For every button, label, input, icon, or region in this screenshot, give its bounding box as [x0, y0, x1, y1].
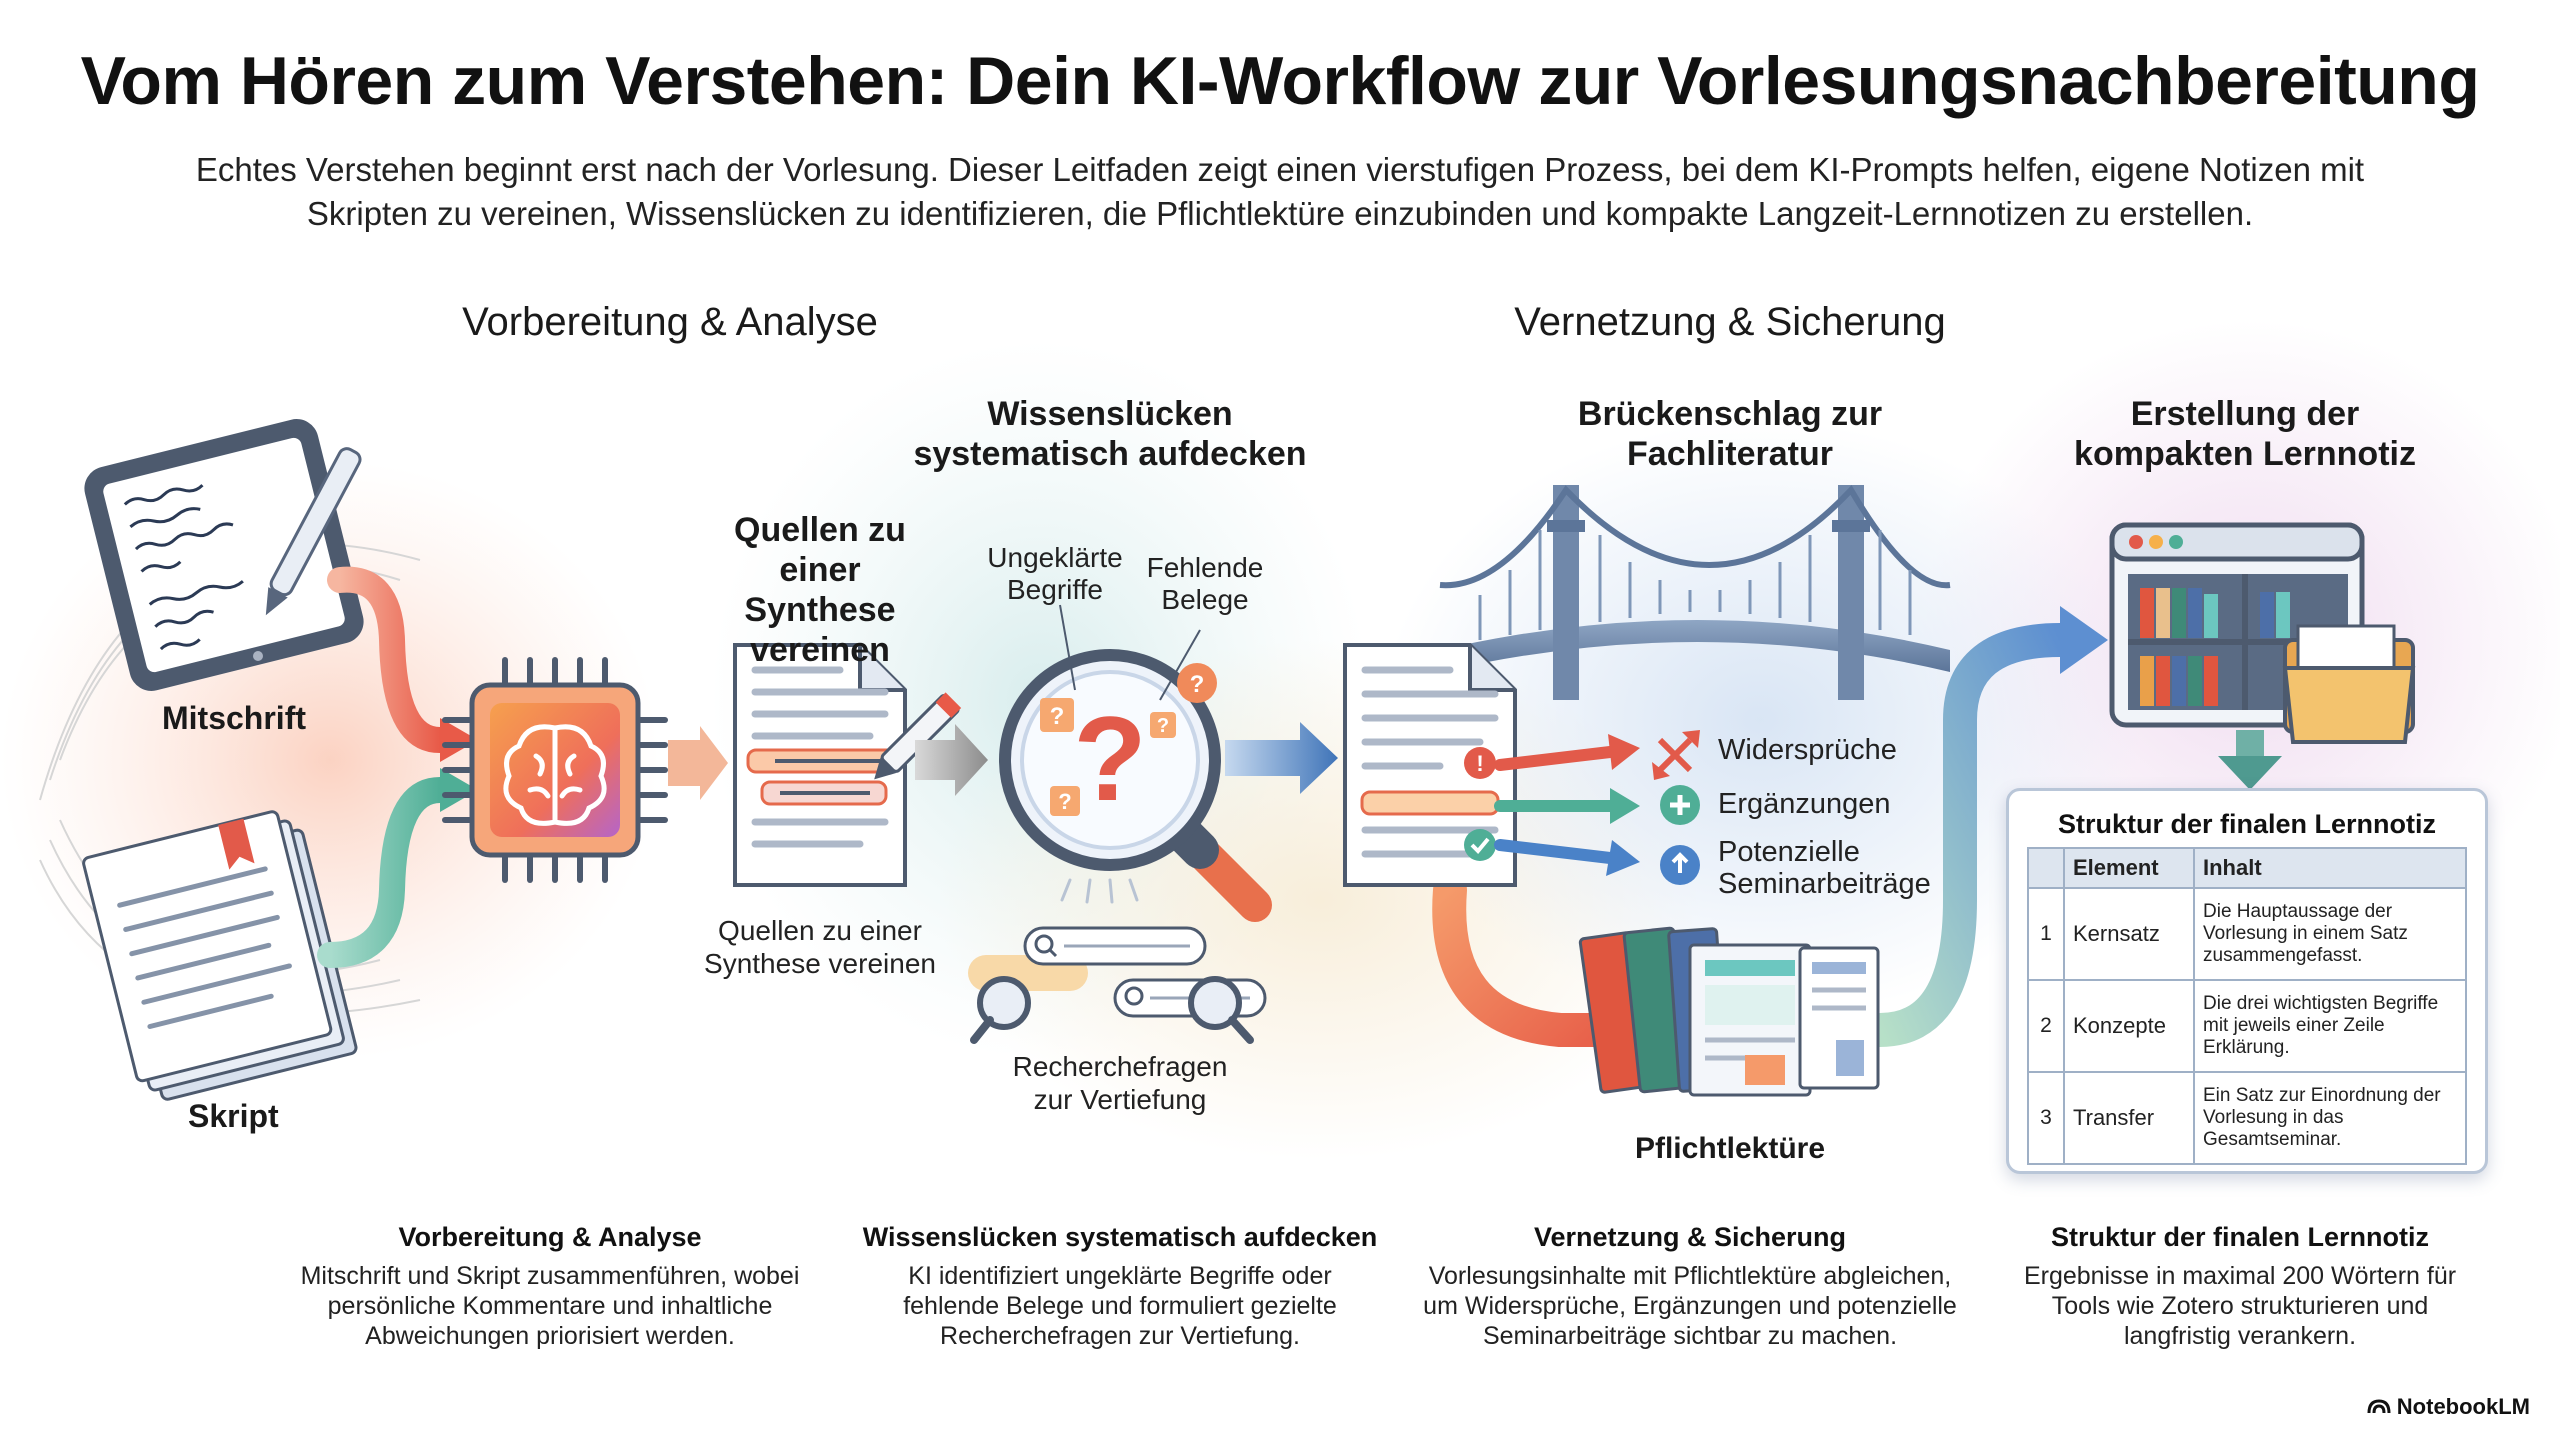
synthesis-caption: Quellen zu einer Synthese vereinen: [704, 915, 936, 979]
script-document-icon: [82, 810, 358, 1101]
final-note-structure-card: Struktur der finalen Lernnotiz Element I…: [2006, 788, 2488, 1174]
table-cell-content: Die drei wichtigsten Begriffe mit jeweil…: [2193, 979, 2467, 1073]
library-window-icon: [2109, 522, 2416, 744]
bubble-pointer-1: [1059, 604, 1076, 691]
table-cell-element: Kernsatz: [2063, 887, 2195, 981]
page-title: Vom Hören zum Verstehen: Dein KI-Workflo…: [80, 43, 2480, 119]
synthesis-stage-title: Quellen zu einer Synthese vereinen: [734, 511, 906, 669]
card-title: Struktur der finalen Lernnotiz: [2057, 809, 2437, 839]
caption-body-note: Ergebnisse in maximal 200 Wörtern für To…: [2023, 1262, 2457, 1350]
bubble-pointer-2: [1159, 629, 1201, 701]
output-contradictions: Widersprüche: [1718, 734, 1897, 766]
page-subtitle: Echtes Verstehen beginnt erst nach der V…: [195, 151, 2365, 232]
bridge-icon: [1439, 485, 1951, 700]
down-arrow-shaft: [2236, 730, 2264, 758]
mitschrift-arrow-head: [440, 718, 478, 762]
skript-label: Skript: [188, 1098, 279, 1134]
lektuere-to-lernnotiz-arrow-head: [2060, 606, 2108, 674]
research-search-bars: [968, 926, 1267, 1044]
table-cell-content: Ein Satz zur Einordnung der Vorlesung in…: [2193, 1071, 2467, 1165]
bubble-unclear-terms: Ungeklärte Begriffe: [987, 542, 1123, 605]
table-header-row: Element Inhalt: [2027, 847, 2467, 889]
tablet-notes-icon: [84, 419, 364, 691]
contradiction-icon: [1652, 730, 1700, 780]
synthesis-to-gaps-arrow: [915, 724, 988, 796]
notebooklm-brand-text: NotebookLM: [2396, 1394, 2530, 1419]
skript-arrow-head: [440, 768, 478, 812]
caption-title-gaps: Wissenslücken systematisch aufdecken: [862, 1222, 1378, 1252]
table-cell-content: Die Hauptaussage der Vorlesung in einem …: [2193, 887, 2467, 981]
caption-body-prep: Mitschrift und Skript zusammenführen, wo…: [300, 1262, 800, 1350]
table-cell-num: 2: [2027, 979, 2065, 1073]
lernnotiz-stage-title: Erstellung der kompakten Lernnotiz: [2074, 395, 2416, 473]
lektuere-to-lernnotiz-arrow: [1863, 623, 2077, 1047]
table-row: 1 Kernsatz Die Hauptaussage der Vorlesun…: [2027, 887, 2467, 981]
mitschrift-label: Mitschrift: [162, 700, 306, 736]
output-arrows: [1494, 734, 1640, 876]
table-cell-element: Konzepte: [2063, 979, 2195, 1073]
table-header-element: Element: [2063, 847, 2195, 889]
skript-arrow: [317, 777, 453, 968]
svg-text:?: ?: [1190, 671, 1205, 698]
svg-text:!: !: [1476, 751, 1483, 776]
table-header-content: Inhalt: [2193, 847, 2467, 889]
caption-block-link: Vernetzung & Sicherung Vorlesungsinhalte…: [1420, 1222, 1960, 1351]
table-row: 3 Transfer Ein Satz zur Einordnung der V…: [2027, 1071, 2467, 1165]
caption-title-note: Struktur der finalen Lernnotiz: [2050, 1222, 2430, 1252]
svg-text:?: ?: [1050, 703, 1065, 730]
gaps-stage-title: Wissenslücken systematisch aufdecken: [913, 395, 1307, 473]
svg-text:?: ?: [1157, 715, 1169, 737]
chip-to-synthesis-arrow: [668, 726, 728, 800]
output-seminar-contributions: Potenzielle Seminarbeiträge: [1718, 836, 1931, 900]
table-row: 2 Konzepte Die drei wichtigsten Begriffe…: [2027, 979, 2467, 1073]
svg-text:?: ?: [1058, 789, 1071, 814]
magnifier-question-icon: ? ? ? ? ?: [999, 649, 1272, 922]
notebooklm-logo-icon: [2367, 1395, 2391, 1421]
svg-text:?: ?: [1073, 692, 1146, 826]
caption-title-link: Vernetzung & Sicherung: [1533, 1222, 1847, 1252]
research-questions-caption: Recherchefragen zur Vertiefung: [1012, 1051, 1228, 1115]
gaps-to-bridge-arrow: [1225, 722, 1338, 794]
bridge-stage-title: Brückenschlag zur Fachliteratur: [1577, 395, 1883, 473]
caption-body-link: Vorlesungsinhalte mit Pflichtlektüre abg…: [1423, 1262, 1957, 1350]
caption-block-note: Struktur der finalen Lernnotiz Ergebniss…: [2000, 1222, 2480, 1351]
table-cell-element: Transfer: [2063, 1071, 2195, 1165]
caption-block-gaps: Wissenslücken systematisch aufdecken KI …: [860, 1222, 1380, 1351]
section-heading-right: Vernetzung & Sicherung: [1514, 300, 1946, 344]
bubble-missing-evidence: Fehlende Belege: [1146, 552, 1264, 615]
structure-table: Element Inhalt 1 Kernsatz Die Hauptaussa…: [2027, 847, 2467, 1165]
section-heading-left: Vorbereitung & Analyse: [462, 300, 878, 344]
doc-to-lektuere-swoop: [1432, 873, 1617, 1047]
table-cell-num: 3: [2027, 1071, 2065, 1165]
table-cell-num: 1: [2027, 887, 2065, 981]
required-reading-label: Pflichtlektüre: [1634, 1132, 1826, 1165]
down-arrow-head: [2218, 756, 2282, 790]
bridge-document-icon: !: [1343, 643, 1517, 887]
output-supplements: Ergänzungen: [1718, 788, 1891, 820]
plus-icon: [1660, 785, 1700, 825]
required-reading-books-icon: [1578, 926, 1880, 1097]
table-header-num: [2027, 847, 2065, 889]
caption-block-prep: Vorbereitung & Analyse Mitschrift und Sk…: [290, 1222, 810, 1351]
notebooklm-brand: NotebookLM: [2367, 1394, 2530, 1421]
sparkle-dashes: [1060, 878, 1139, 904]
ai-brain-chip-icon: [442, 657, 668, 883]
caption-title-prep: Vorbereitung & Analyse: [398, 1222, 702, 1252]
lightbulb-icon: [1660, 845, 1700, 885]
caption-body-gaps: KI identifiziert ungeklärte Begriffe ode…: [903, 1262, 1337, 1350]
mitschrift-arrow: [327, 566, 453, 753]
synthesis-document-icon: [733, 643, 962, 887]
